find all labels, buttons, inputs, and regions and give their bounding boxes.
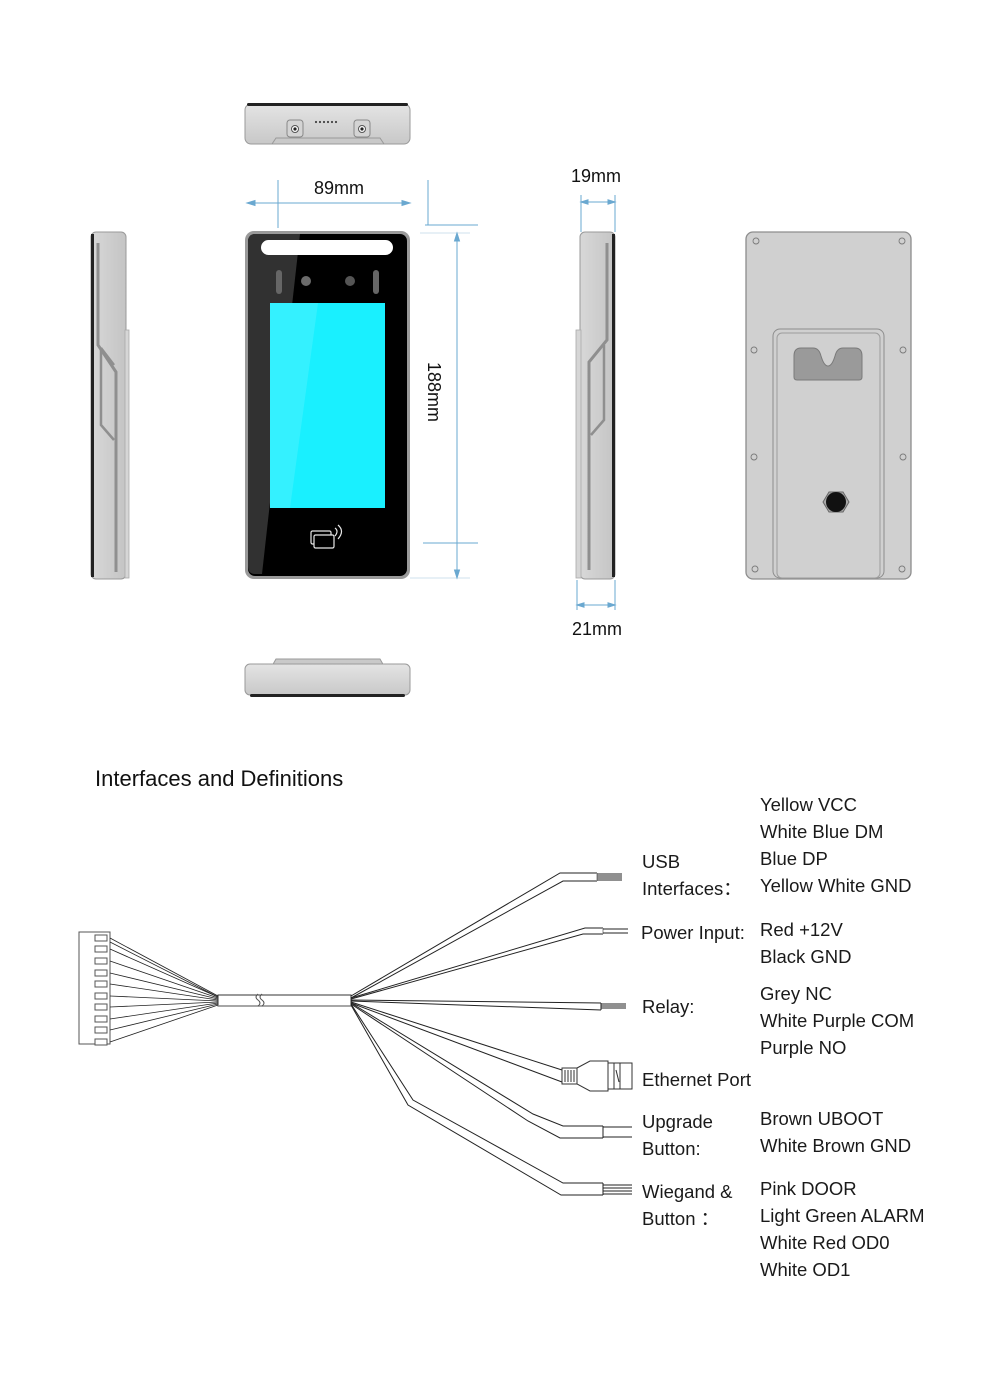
power-input-label: Power Input:	[641, 922, 745, 943]
wire-item: Blue DP	[760, 848, 828, 869]
depth-bottom-label: 21mm	[572, 619, 622, 639]
power-wire-list: Red +12V Black GND	[760, 916, 852, 970]
branch-power	[350, 927, 628, 1000]
branch-upgrade	[350, 1002, 632, 1139]
wire-item: White Blue DM	[760, 821, 884, 842]
bottom-view	[244, 658, 411, 697]
section-title: Interfaces and Definitions	[95, 766, 344, 791]
upgrade-wire-list: Brown UBOOT White Brown GND	[760, 1105, 911, 1159]
branch-wiegand	[350, 1003, 632, 1196]
branch-relay	[350, 999, 626, 1011]
mount-bracket	[793, 347, 863, 381]
main-cable	[217, 993, 352, 1007]
relay-label: Relay:	[642, 996, 695, 1017]
fan-wires	[109, 937, 219, 1043]
wire-item: Light Green ALARM	[760, 1205, 925, 1226]
top-view	[244, 103, 411, 145]
wire-item: White OD1	[760, 1259, 851, 1280]
back-view	[745, 231, 912, 580]
wire-item: Yellow White GND	[760, 875, 912, 896]
usb-interface-label: USB Interfaces：	[642, 851, 742, 899]
wire-item: Pink DOOR	[760, 1178, 857, 1199]
height-label: 188mm	[424, 362, 444, 422]
wire-item: Red +12V	[760, 919, 843, 940]
wire-item: White Red OD0	[760, 1232, 890, 1253]
wire-item: Grey NC	[760, 983, 832, 1004]
screen	[270, 303, 385, 508]
light-bar	[261, 240, 393, 255]
nfc-card-icon	[310, 524, 343, 549]
wire-item: Yellow VCC	[760, 794, 857, 815]
upgrade-button-label: Upgrade Button:	[642, 1111, 713, 1159]
branch-usb	[350, 872, 622, 999]
device-drawings: 89mm 188mm	[90, 103, 912, 697]
camera-icon	[301, 276, 311, 286]
wire-item: Black GND	[760, 946, 852, 967]
depth-dimension-bottom	[575, 580, 617, 610]
relay-wire-list: Grey NC White Purple COM Purple NO	[760, 980, 914, 1061]
depth-dimension-top	[579, 195, 617, 232]
wiegand-button-label: Wiegand & Button ：	[642, 1181, 733, 1229]
wire-item: White Brown GND	[760, 1135, 912, 1156]
usb-wire-list: Yellow VCC White Blue DM Blue DP Yellow …	[760, 791, 911, 899]
wire-item: White Purple COM	[760, 1010, 915, 1031]
wire-item: Brown UBOOT	[760, 1108, 884, 1129]
front-view	[245, 231, 410, 579]
width-dimension	[245, 180, 429, 228]
depth-top-label: 19mm	[571, 166, 621, 186]
height-dimension	[410, 224, 478, 580]
wire-item: Purple NO	[760, 1037, 847, 1058]
width-label: 89mm	[314, 178, 364, 198]
cable-gland-icon	[822, 491, 850, 513]
ethernet-plug-icon	[561, 1060, 633, 1092]
screw-icon	[286, 119, 304, 138]
left-side-view	[90, 231, 130, 580]
screw-icons	[750, 237, 907, 573]
screw-icon	[353, 119, 371, 138]
ethernet-port-label: Ethernet Port	[642, 1069, 752, 1090]
camera-icon	[345, 276, 355, 286]
right-side-view	[575, 231, 616, 580]
connector-block	[78, 931, 111, 1046]
vent-dots	[314, 120, 338, 124]
wiegand-wire-list: Pink DOOR Light Green ALARM White Red OD…	[760, 1175, 925, 1283]
branch-ethernet	[350, 1001, 563, 1083]
